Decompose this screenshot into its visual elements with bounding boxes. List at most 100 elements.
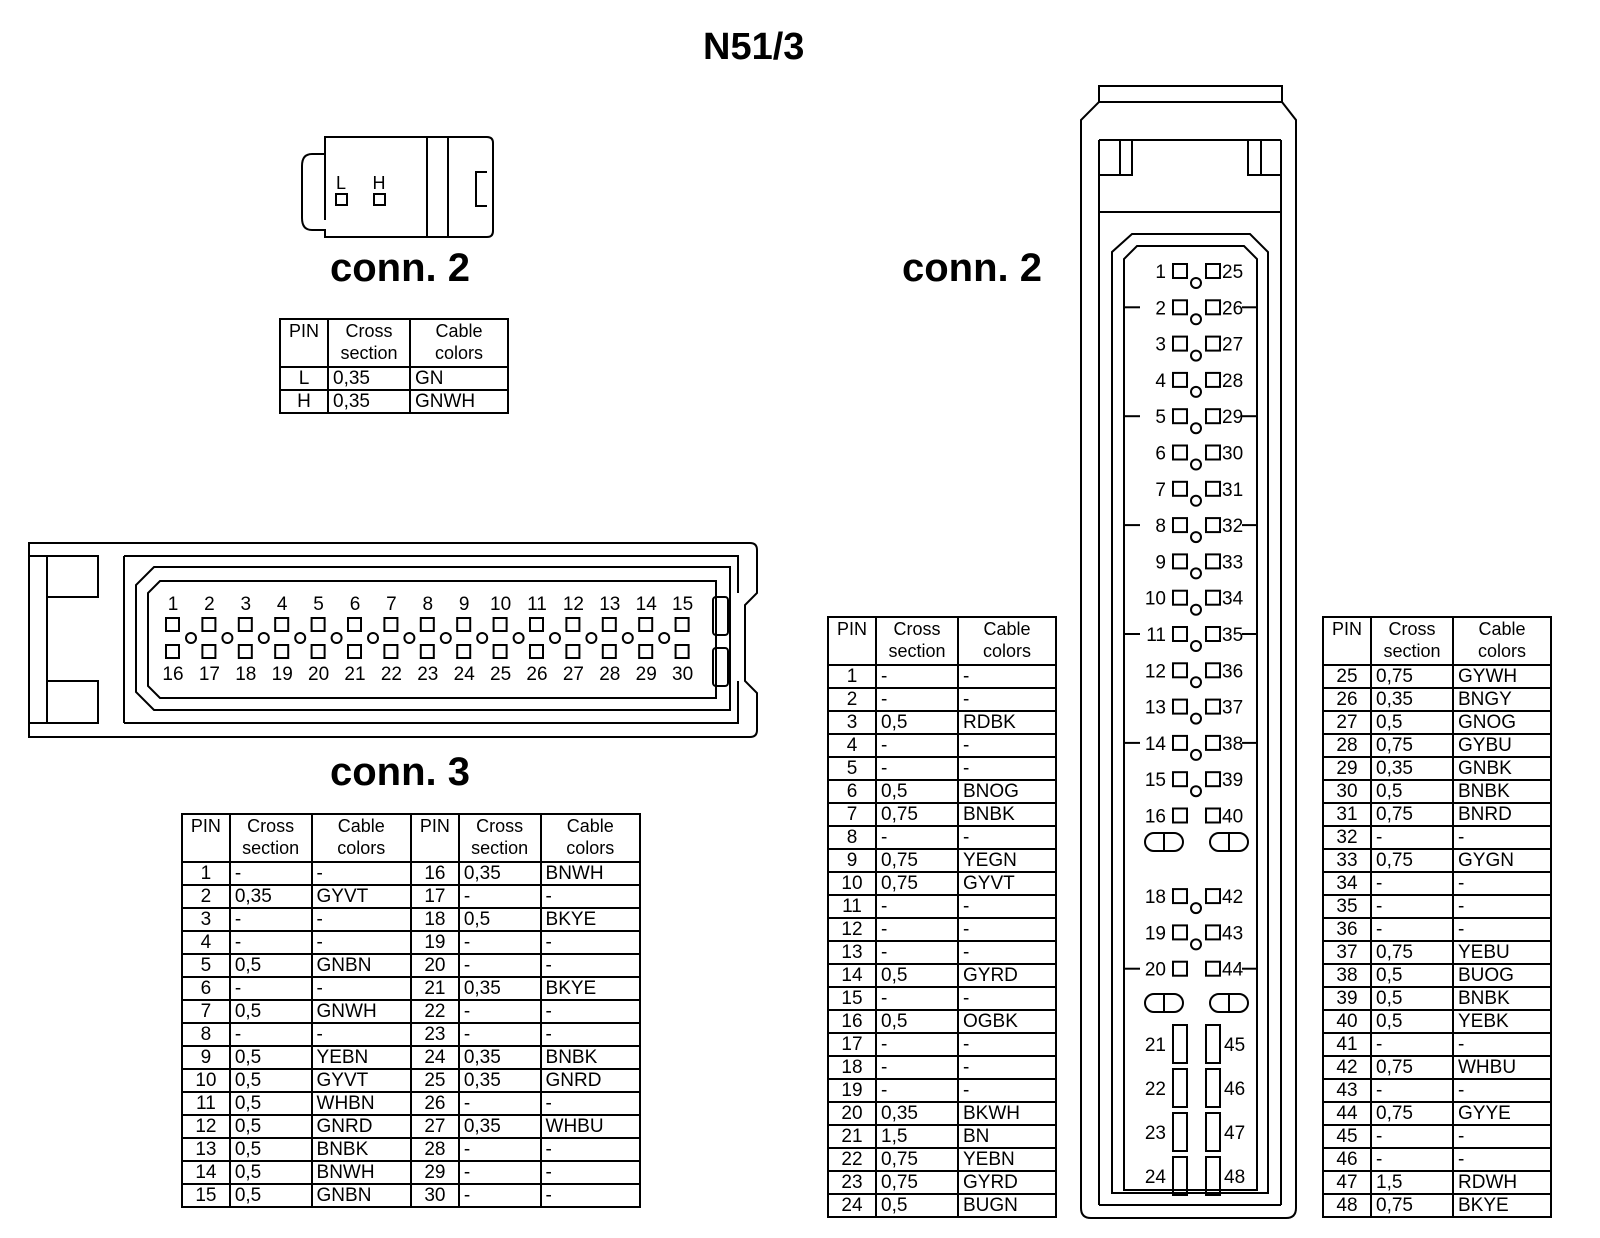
conn2-right-pin-number: 44 xyxy=(1222,960,1244,981)
conn2-pin-square xyxy=(1172,626,1188,642)
cross-section-cell: - xyxy=(228,907,313,932)
cross-section-cell: 0,5 xyxy=(1370,1009,1454,1034)
cable-color-cell: - xyxy=(539,1183,642,1208)
conn3-pin-hole xyxy=(367,632,379,644)
conn3-key-bottom xyxy=(712,647,729,687)
cable-color-cell: - xyxy=(539,1022,642,1047)
conn3-pin-hole xyxy=(403,632,416,644)
conn3-pin-hole xyxy=(257,632,270,644)
cross-section-cell: 0,5 xyxy=(228,1068,313,1093)
pin-cell: 18 xyxy=(827,1055,877,1080)
header-cross-line1: Cross xyxy=(345,321,393,341)
conn2-pin-hole xyxy=(1190,531,1202,544)
conn3-pin-square xyxy=(237,644,253,659)
conn3-top-pin-number: 2 xyxy=(204,594,215,615)
conn2-right-pin-number: 42 xyxy=(1222,887,1243,908)
conn2-left-pin-number: 23 xyxy=(1145,1123,1166,1144)
conn2-pin-square xyxy=(1205,517,1221,534)
conn2-right-pin-number: 39 xyxy=(1222,770,1243,791)
conn2-inner-frame xyxy=(1111,233,1269,1194)
cross-section-cell: 0,35 xyxy=(457,861,542,886)
cable-color-cell: BNBK xyxy=(957,802,1057,827)
conn2-left-pin-number: 22 xyxy=(1145,1079,1166,1100)
conn2-left-pin-number: 24 xyxy=(1145,1167,1167,1188)
cable-color-cell: - xyxy=(957,1055,1057,1080)
conn2-left-pin-number: 10 xyxy=(1145,589,1166,610)
pin-cell: 47 xyxy=(1322,1170,1372,1195)
pin-cell: 16 xyxy=(410,861,460,886)
header-colors-line1: Cable xyxy=(983,619,1031,639)
pin-cell: 8 xyxy=(181,1022,231,1047)
conn2-left-pin-number: 15 xyxy=(1145,770,1166,791)
pin-cell: 33 xyxy=(1322,848,1372,873)
cable-color-cell: BNWH xyxy=(539,861,642,886)
conn2-pin-square xyxy=(1172,480,1188,497)
cross-section-cell: - xyxy=(457,1160,542,1185)
small-connector-outline xyxy=(301,136,494,238)
pin-cell: 15 xyxy=(827,986,877,1011)
conn3-pin-square xyxy=(310,617,326,632)
conn3-bottom-pin-number: 27 xyxy=(563,664,584,685)
conn2-pin-hole xyxy=(1190,313,1202,326)
cable-color-cell: - xyxy=(539,930,642,955)
cross-section-cell: - xyxy=(1370,917,1454,942)
pin-cell: 29 xyxy=(1322,756,1372,781)
cable-color-cell: - xyxy=(310,1022,413,1047)
pin-cell: 4 xyxy=(181,930,231,955)
conn2-outer-housing xyxy=(1080,85,1297,1219)
cross-section-cell: 0,35 xyxy=(327,366,411,391)
conn3-bottom-pin-number: 22 xyxy=(381,664,402,685)
conn3-pin-hole xyxy=(439,632,452,644)
cable-color-cell: BNBK xyxy=(539,1045,642,1070)
pin-l-square xyxy=(335,193,348,206)
conn2-pin-field xyxy=(1123,245,1258,1191)
cable-color-cell: GNWH xyxy=(409,389,509,414)
conn2-pin-square xyxy=(1205,662,1221,679)
pin-cell: 28 xyxy=(410,1137,460,1162)
pin-cell: 30 xyxy=(410,1183,460,1208)
cable-color-cell: YEGN xyxy=(957,848,1057,873)
conn2-pin-hole xyxy=(1190,938,1202,951)
cross-section-cell: 0,5 xyxy=(228,1160,313,1185)
small-connector-drawing xyxy=(301,136,494,238)
pin-cell: 35 xyxy=(1322,894,1372,919)
pin-cell: 20 xyxy=(410,953,460,978)
cable-color-cell: - xyxy=(539,999,642,1024)
conn3-bottom-pin-number: 26 xyxy=(526,664,547,685)
pin-cell: 9 xyxy=(827,848,877,873)
header-colors-line2: colors xyxy=(434,343,483,363)
conn2-top-latches xyxy=(1099,140,1281,176)
conn3-pin-square xyxy=(492,644,508,659)
conn3-pin-square xyxy=(565,617,581,632)
cross-section-cell: 0,75 xyxy=(875,802,959,827)
conn3-pin-square xyxy=(601,617,617,632)
cross-section-cell: - xyxy=(457,1022,542,1047)
cable-color-cell: YEBN xyxy=(310,1045,413,1070)
conn2-pin-hole xyxy=(1190,902,1202,915)
cable-color-cell: - xyxy=(1452,1147,1552,1172)
cable-color-cell: BNWH xyxy=(310,1160,413,1185)
conn3-top-pin-number: 9 xyxy=(459,594,470,615)
cross-section-cell: 0,75 xyxy=(1370,1101,1454,1126)
cross-section-cell: 0,5 xyxy=(875,963,959,988)
cable-color-cell: GYWH xyxy=(1452,664,1552,689)
cross-section-cell: 0,5 xyxy=(1370,779,1454,804)
cross-section-cell: - xyxy=(875,825,959,850)
conn3-pin-square xyxy=(383,617,399,632)
conn3-top-pin-number: 10 xyxy=(490,594,511,615)
conn3-pin-square xyxy=(419,617,435,632)
conn3-pin-hole xyxy=(549,632,561,644)
conn3-pin-hole xyxy=(330,632,343,644)
cable-color-cell: RDBK xyxy=(957,710,1057,735)
